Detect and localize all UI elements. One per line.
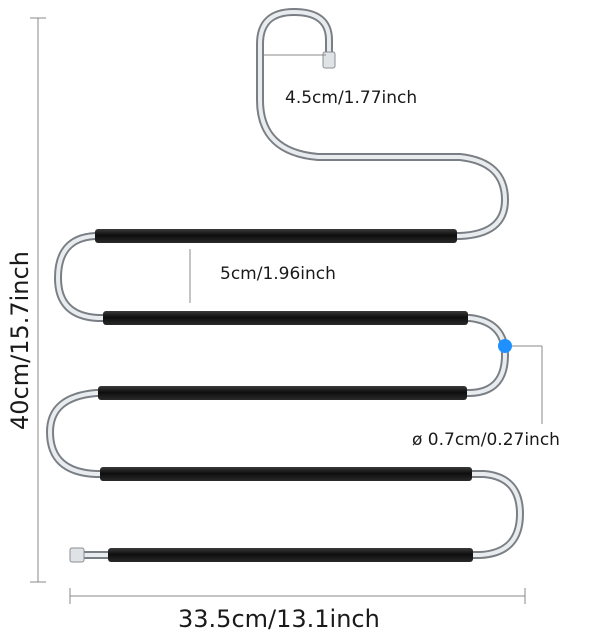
total-width-label: 33.5cm/13.1inch bbox=[178, 605, 380, 633]
steel-frame bbox=[46, 8, 524, 559]
foam-bar-5 bbox=[108, 548, 473, 562]
diameter-marker bbox=[498, 339, 512, 353]
bar-spacing-label: 5cm/1.96inch bbox=[220, 264, 336, 284]
foam-bar-2 bbox=[103, 311, 468, 325]
hook-width-label: 4.5cm/1.77inch bbox=[285, 88, 418, 108]
foam-bars bbox=[95, 229, 473, 562]
foam-bar-1 bbox=[95, 229, 457, 243]
foam-bar-3 bbox=[98, 386, 467, 400]
hook-end-cap bbox=[322, 51, 336, 69]
total-height-label: 40cm/15.7inch bbox=[6, 251, 34, 430]
dimension-lines bbox=[30, 17, 543, 604]
bar-end-cap bbox=[69, 547, 85, 563]
foam-bar-4 bbox=[100, 467, 472, 481]
bar-diameter-label: ø 0.7cm/0.27inch bbox=[412, 430, 560, 450]
